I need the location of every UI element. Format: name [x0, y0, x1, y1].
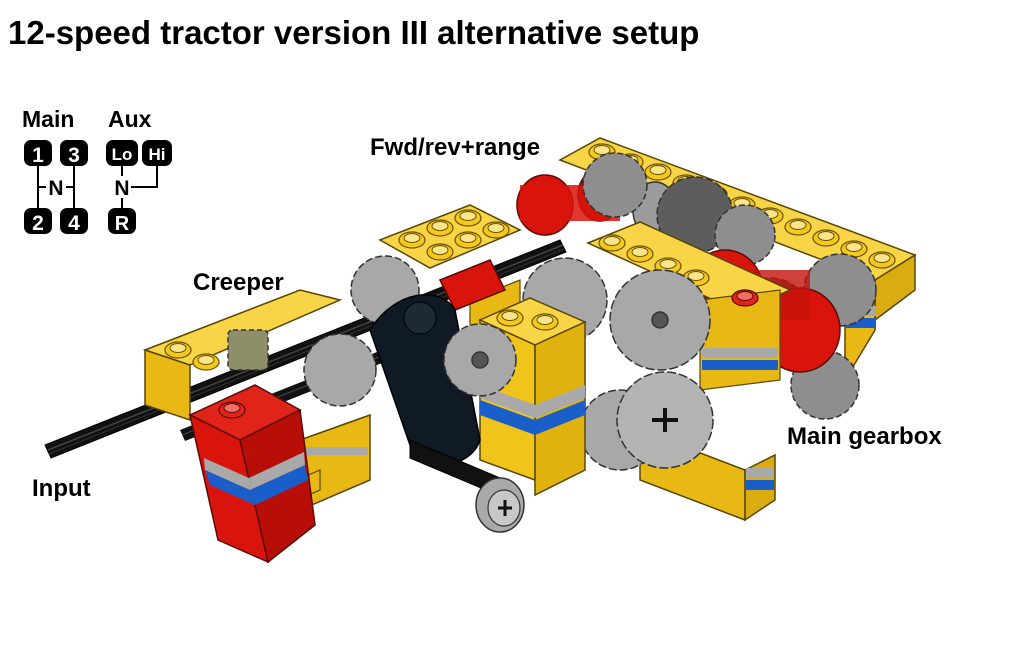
input-label: Input	[32, 475, 91, 502]
gear-1-text: 1	[32, 144, 44, 167]
gear-hi-text: Hi	[149, 145, 166, 164]
main-neutral-text: N	[48, 177, 63, 200]
gear-2-text: 2	[32, 212, 44, 235]
aux-neutral-text: N	[114, 177, 129, 200]
aux-label: Aux	[108, 106, 152, 132]
front-red-beam	[188, 384, 316, 564]
gear-badge-2: 2	[24, 208, 52, 235]
gear-badge-r: R	[108, 208, 136, 235]
gear-3-text: 3	[68, 144, 80, 167]
gear-4-text: 4	[68, 212, 80, 235]
main-label: Main	[22, 106, 74, 132]
gear-badge-lo: Lo	[106, 140, 138, 166]
shift-pattern-diagram: Main Aux 1 3 N 2 4	[22, 106, 172, 235]
front-red-beam-studs	[218, 401, 246, 419]
axle-cross-icon	[652, 408, 678, 432]
gear-lo-text: Lo	[112, 145, 133, 164]
main-gearbox-label: Main gearbox	[787, 423, 942, 450]
page-title: 12-speed tractor version III alternative…	[8, 14, 700, 51]
creeper-label: Creeper	[193, 269, 284, 296]
output-shaft	[409, 439, 525, 533]
gear-badge-1: 1	[24, 140, 52, 167]
gear-badge-3: 3	[60, 140, 88, 167]
main-shift-lines	[37, 164, 75, 210]
red-block-center	[438, 259, 507, 311]
fwd-rev-range-label: Fwd/rev+range	[370, 134, 541, 161]
gear-r-text: R	[115, 213, 130, 235]
gear-badge-4: 4	[60, 208, 88, 235]
main-gearbox-frame	[586, 221, 792, 522]
gear-badge-hi: Hi	[142, 140, 172, 166]
creeper-idler-gear	[443, 323, 517, 397]
